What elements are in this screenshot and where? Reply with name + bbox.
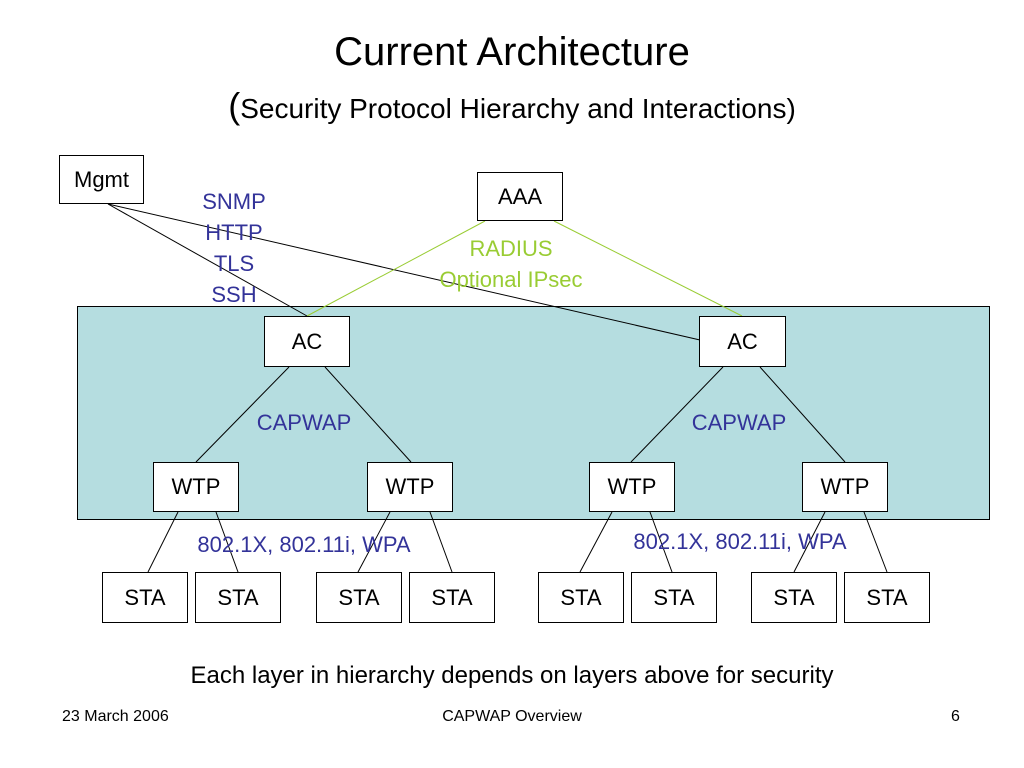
- ac-right-to-wtp-3-line: [630, 366, 724, 463]
- sta-node-5: STA: [538, 572, 624, 623]
- aaa-to-ac-right-line: [553, 220, 743, 317]
- wtp-2-to-sta-4-line: [429, 511, 453, 573]
- capwap-label-right: CAPWAP: [691, 410, 787, 435]
- slide-subtitle: (Security Protocol Hierarchy and Interac…: [0, 86, 1024, 129]
- mgmt-protocol-tls: TLS: [213, 251, 255, 276]
- subtitle-open-paren: (: [228, 85, 241, 126]
- sta-node-3: STA: [316, 572, 402, 623]
- sta-node-7: STA: [751, 572, 837, 623]
- aaa-protocol-ipsec: Optional IPsec: [439, 267, 583, 292]
- wtp-4-to-sta-8-line: [863, 511, 888, 573]
- ac-right-to-wtp-4-line: [759, 366, 846, 463]
- capwap-label-left: CAPWAP: [256, 410, 352, 435]
- footer-date: 23 March 2006: [62, 708, 169, 725]
- wtp-node-1: WTP: [153, 462, 239, 512]
- sta-node-6: STA: [631, 572, 717, 623]
- aaa-protocol-labels: RADIUS Optional IPsec: [411, 233, 611, 295]
- slide-caption: Each layer in hierarchy depends on layer…: [190, 662, 834, 689]
- aaa-node: AAA: [477, 172, 563, 221]
- sta-node-2: STA: [195, 572, 281, 623]
- station-security-label-right: 802.1X, 802.11i, WPA: [633, 529, 847, 554]
- mgmt-to-ac-right-line: [107, 203, 701, 341]
- aaa-to-ac-left-line: [306, 220, 486, 317]
- mgmt-node: Mgmt: [59, 155, 144, 204]
- mgmt-protocol-http: HTTP: [205, 220, 263, 245]
- wtp-node-2: WTP: [367, 462, 453, 512]
- aaa-protocol-radius: RADIUS: [469, 236, 553, 261]
- ac-left-to-wtp-1-line: [195, 366, 290, 463]
- sta-node-8: STA: [844, 572, 930, 623]
- wtp-3-to-sta-6-line: [649, 511, 673, 573]
- wtp-3-to-sta-5-line: [579, 511, 613, 573]
- footer-page-number: 6: [951, 708, 960, 725]
- mgmt-protocol-ssh: SSH: [211, 282, 257, 307]
- wtp-node-3: WTP: [589, 462, 675, 512]
- footer-title: CAPWAP Overview: [442, 708, 582, 725]
- wtp-2-to-sta-3-line: [357, 511, 391, 573]
- subtitle-text: Security Protocol Hierarchy and Interact…: [240, 93, 787, 124]
- station-security-label-left: 802.1X, 802.11i, WPA: [197, 532, 411, 557]
- mgmt-protocol-labels: SNMP HTTP TLS SSH: [184, 186, 284, 310]
- wtp-1-to-sta-1-line: [147, 511, 179, 573]
- wtp-4-to-sta-7-line: [793, 511, 826, 573]
- subtitle-close-paren: ): [786, 93, 796, 124]
- ac-left-to-wtp-2-line: [324, 366, 412, 463]
- ac-node-left: AC: [264, 316, 350, 367]
- mgmt-to-ac-left-line: [107, 203, 308, 317]
- ac-node-right: AC: [699, 316, 786, 367]
- wtp-1-to-sta-2-line: [215, 511, 239, 573]
- sta-node-1: STA: [102, 572, 188, 623]
- wtp-node-4: WTP: [802, 462, 888, 512]
- slide-title: Current Architecture: [334, 30, 690, 74]
- mgmt-protocol-snmp: SNMP: [202, 189, 266, 214]
- sta-node-4: STA: [409, 572, 495, 623]
